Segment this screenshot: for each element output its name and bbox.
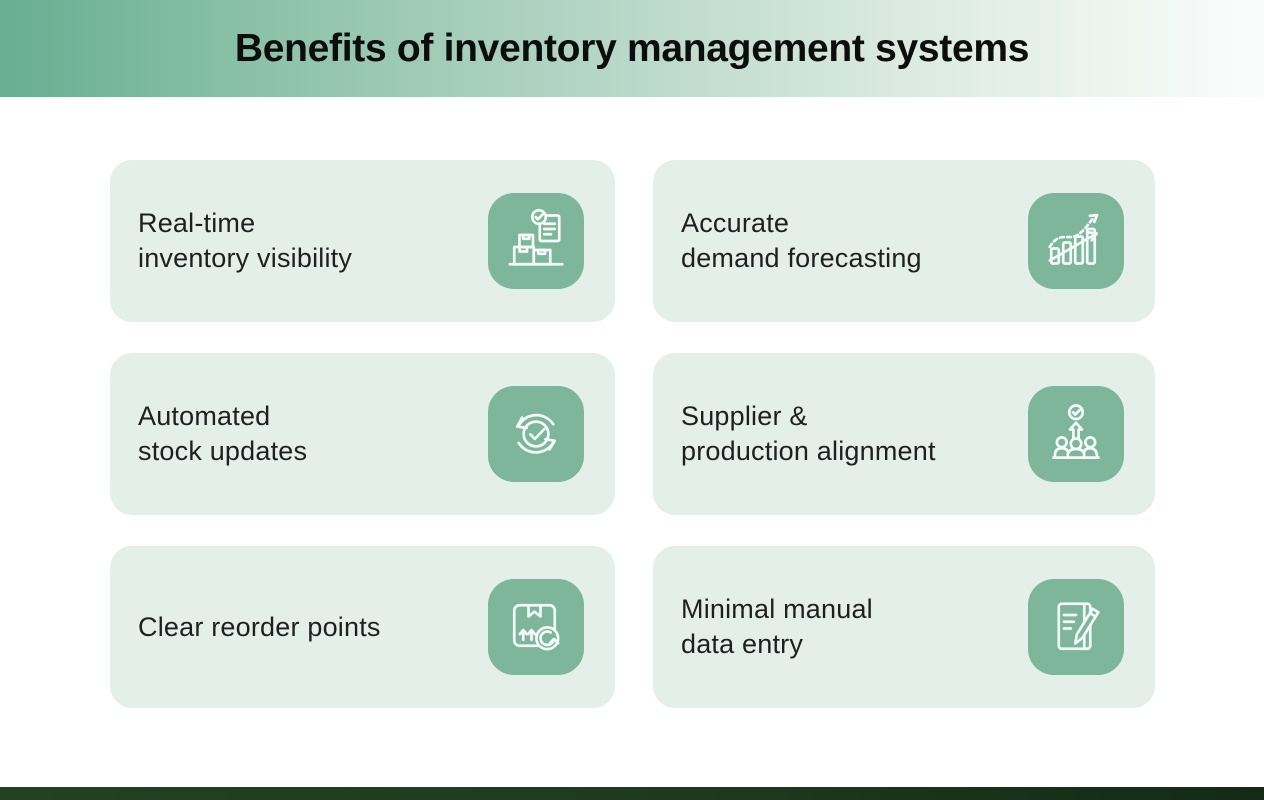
footer-bar (0, 787, 1264, 800)
benefit-card-minimal-data-entry: Minimal manual data entry (653, 546, 1155, 708)
benefit-card-realtime-visibility: Real-time inventory visibility (110, 160, 615, 322)
notepad-pencil-icon (1028, 579, 1124, 675)
sync-check-icon (488, 386, 584, 482)
benefit-card-demand-forecasting: Accurate demand forecasting (653, 160, 1155, 322)
benefit-label: Supplier & production alignment (681, 401, 936, 466)
package-reorder-icon (488, 579, 584, 675)
benefit-card-supplier-alignment: Supplier & production alignment (653, 353, 1155, 515)
page-title: Benefits of inventory management systems (234, 26, 1030, 70)
benefit-card-reorder-points: Clear reorder points (110, 546, 615, 708)
benefits-grid: Real-time inventory visibility Accurate … (0, 97, 1264, 708)
inventory-boxes-checklist-icon (488, 193, 584, 289)
benefit-card-automated-updates: Automated stock updates (110, 353, 615, 515)
header-banner: Benefits of inventory management systems (0, 0, 1264, 97)
supplier-alignment-people-icon (1028, 386, 1124, 482)
benefit-label: Minimal manual data entry (681, 594, 873, 659)
benefit-label: Accurate demand forecasting (681, 208, 922, 273)
demand-forecast-chart-icon (1028, 193, 1124, 289)
benefit-label: Clear reorder points (138, 611, 381, 642)
benefit-label: Real-time inventory visibility (138, 208, 353, 273)
benefit-label: Automated stock updates (138, 401, 308, 466)
